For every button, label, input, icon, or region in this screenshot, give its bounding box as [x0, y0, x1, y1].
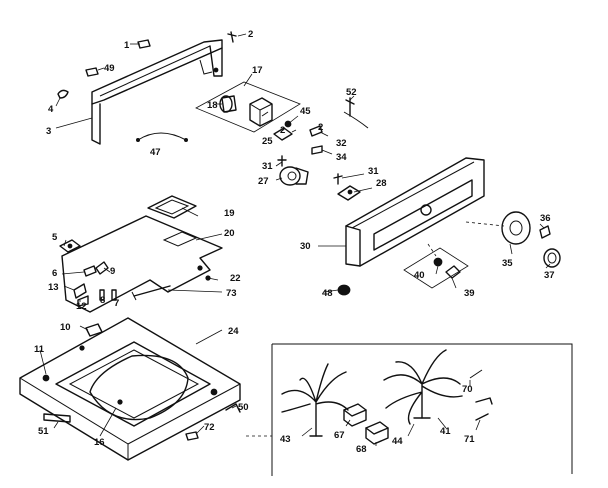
label-18: 18 — [207, 100, 218, 111]
harness-frame — [271, 343, 573, 476]
label-3: 3 — [46, 126, 51, 137]
part-70-71 — [475, 397, 493, 421]
front-panel-bracket — [91, 39, 223, 145]
washer-top — [19, 317, 241, 461]
part-32-34 — [309, 125, 323, 155]
label-4: 4 — [48, 104, 54, 115]
label-28: 28 — [376, 178, 387, 189]
knob-37 — [543, 248, 561, 268]
label-17: 17 — [252, 65, 263, 76]
label-52: 52 — [346, 87, 357, 98]
part-72 — [185, 431, 199, 441]
rod-73 — [131, 285, 171, 301]
label-73: 73 — [226, 288, 237, 299]
harness-43 — [281, 363, 349, 437]
part-51 — [43, 413, 71, 423]
label-16: 16 — [94, 437, 105, 448]
selector-39-40 — [403, 247, 469, 289]
screws-22 — [197, 265, 211, 281]
label-50: 50 — [238, 402, 249, 413]
screw-31b — [333, 173, 343, 185]
label-25: 25 — [262, 136, 273, 147]
label-35: 35 — [502, 258, 513, 269]
label-30: 30 — [300, 241, 311, 252]
label-12: 12 — [76, 301, 87, 312]
label-13: 13 — [48, 282, 59, 293]
label-7: 7 — [114, 298, 119, 309]
label-49: 49 — [104, 63, 115, 74]
part-68 — [365, 421, 389, 445]
label-70: 70 — [462, 384, 473, 395]
label-51: 51 — [38, 426, 49, 437]
label-22: 22 — [230, 273, 241, 284]
label-44: 44 — [392, 436, 403, 447]
lid-plate — [61, 195, 223, 313]
label-40: 40 — [414, 270, 425, 281]
label-27: 27 — [258, 176, 269, 187]
label-1: 1 — [124, 40, 130, 51]
label-10: 10 — [60, 322, 71, 333]
clip-49 — [85, 67, 99, 77]
label-43: 43 — [280, 434, 291, 445]
spring-36 — [539, 225, 551, 239]
label-9: 9 — [110, 266, 115, 277]
console-panel — [345, 157, 485, 267]
label-37: 37 — [544, 270, 555, 281]
label-32: 32 — [336, 138, 347, 149]
label-34: 34 — [336, 152, 347, 163]
part-28 — [337, 185, 361, 201]
part-5 — [59, 239, 81, 253]
part-labels: 1 2 49 4 3 47 17 18 45 52 2 25 2 32 34 3… — [34, 29, 555, 455]
motor-27 — [279, 166, 309, 186]
label-19: 19 — [224, 208, 235, 219]
clip-4 — [57, 89, 69, 99]
small-parts-6-13 — [73, 261, 117, 307]
part-10 — [85, 323, 103, 337]
label-67: 67 — [334, 430, 345, 441]
screw-2 — [227, 31, 237, 43]
label-31b: 31 — [368, 166, 379, 177]
part-67 — [343, 403, 367, 427]
wire-47 — [135, 132, 188, 142]
label-5: 5 — [52, 232, 58, 243]
part-52 — [343, 97, 369, 129]
label-2b: 2 — [318, 122, 323, 133]
label-36: 36 — [540, 213, 551, 224]
knob-35 — [501, 211, 531, 245]
label-11: 11 — [34, 344, 45, 355]
part-50 — [225, 403, 241, 413]
label-39: 39 — [464, 288, 475, 299]
label-2: 2 — [248, 29, 253, 40]
label-8: 8 — [100, 295, 105, 306]
screw-1 — [137, 39, 151, 49]
label-24: 24 — [228, 326, 239, 337]
label-31: 31 — [262, 161, 273, 172]
foot-48 — [337, 284, 351, 296]
label-48: 48 — [322, 288, 333, 299]
label-72: 72 — [204, 422, 215, 433]
label-71: 71 — [464, 434, 475, 445]
label-47: 47 — [150, 147, 161, 158]
label-6: 6 — [52, 268, 57, 279]
label-68: 68 — [356, 444, 367, 455]
label-45: 45 — [300, 106, 311, 117]
label-2c: 2 — [280, 125, 285, 136]
label-41: 41 — [440, 426, 451, 437]
leader-lines — [39, 33, 551, 446]
screw-31a — [277, 155, 287, 167]
harness-41-44 — [383, 349, 483, 425]
label-20: 20 — [224, 228, 235, 239]
